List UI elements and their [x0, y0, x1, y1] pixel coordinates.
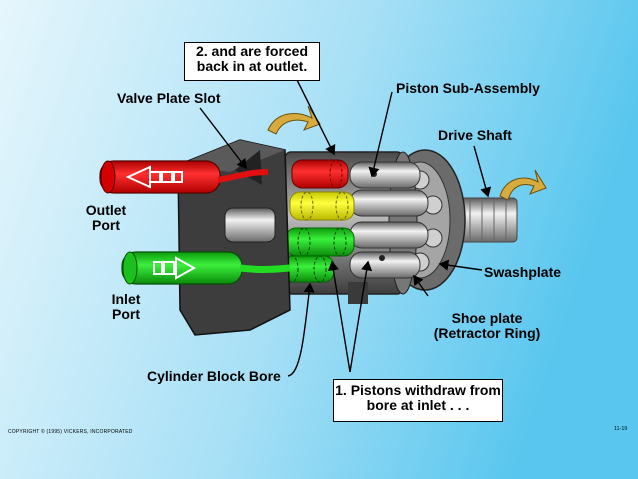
page-number: 11-19 [614, 426, 628, 432]
callout-pistons-withdraw-line1: 1. Pistons withdraw from [335, 382, 501, 398]
callout-forced-back-line1: 2. and are forced [195, 43, 309, 59]
label-shoe-plate: Shoe plate (Retractor Ring) [428, 311, 546, 341]
label-inlet-port-line1: Inlet [111, 291, 141, 307]
inlet-pipe [121, 251, 291, 285]
callout-forced-back: 2. and are forced back in at outlet. [184, 42, 320, 81]
label-shoe-plate-line1: Shoe plate [451, 310, 523, 326]
piston-bores [277, 159, 355, 283]
drive-shaft [454, 197, 518, 243]
label-inlet-port-line2: Port [112, 306, 140, 322]
copyright-text: COPYRIGHT © (1995) VICKERS, INCORPORATED [8, 429, 133, 435]
rotation-arrow-icon [499, 169, 547, 201]
rotation-arrow-icon [267, 105, 321, 135]
label-valve-plate-slot: Valve Plate Slot [117, 90, 221, 106]
label-outlet-port: Outlet Port [80, 203, 132, 233]
callout-pistons-withdraw-line2: bore at inlet . . . [366, 397, 470, 413]
label-piston-sub-assembly: Piston Sub-Assembly [396, 80, 540, 96]
label-cylinder-block-bore: Cylinder Block Bore [147, 368, 281, 384]
label-inlet-port: Inlet Port [100, 292, 152, 322]
label-swashplate: Swashplate [484, 264, 562, 280]
label-outlet-port-line2: Port [92, 217, 120, 233]
leader-lines [199, 79, 492, 377]
callout-forced-back-line2: back in at outlet. [196, 58, 308, 74]
label-outlet-port-line1: Outlet [85, 202, 127, 218]
callout-pistons-withdraw: 1. Pistons withdraw from bore at inlet .… [333, 379, 503, 422]
outlet-pipe [99, 160, 269, 194]
label-drive-shaft: Drive Shaft [438, 127, 512, 143]
label-shoe-plate-line2: (Retractor Ring) [433, 325, 541, 341]
